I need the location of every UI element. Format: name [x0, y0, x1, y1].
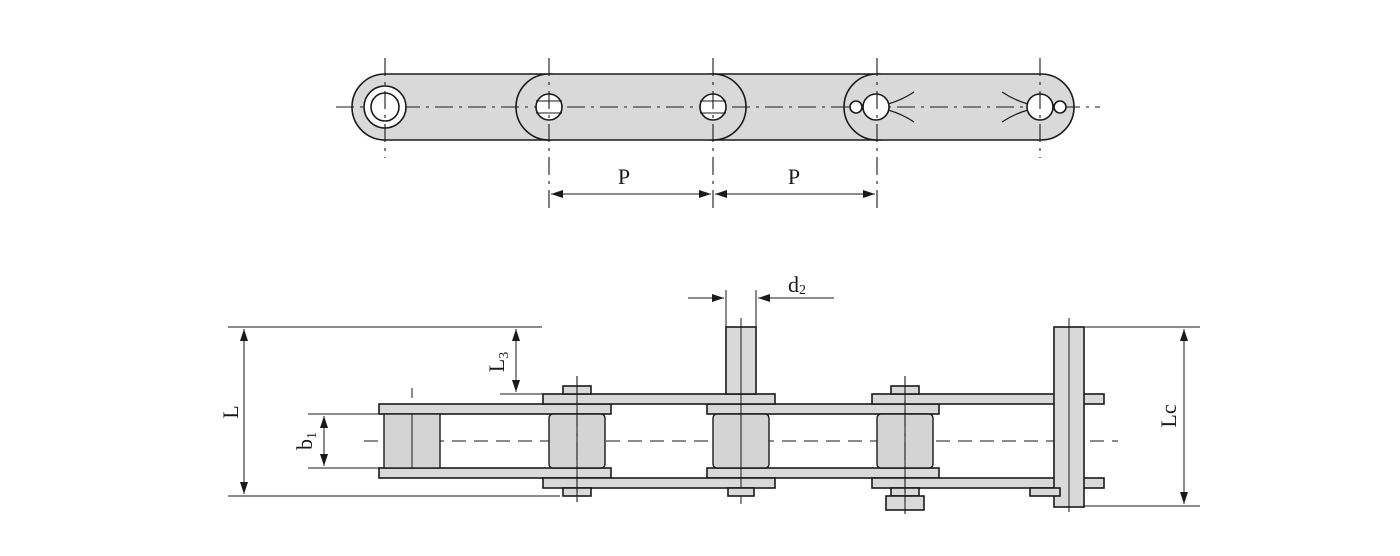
side-inner-plate-bottom-1: [378, 467, 612, 479]
extended-pin-center: [725, 318, 757, 504]
top-view: P P: [336, 58, 1100, 210]
side-view: L b1 L3: [218, 272, 1200, 514]
side-outer-plate-top-2: [871, 393, 1105, 405]
pin-diameter-label: d2: [788, 272, 806, 298]
side-outer-plate-bottom-2: [871, 477, 1105, 489]
pitch-label-left: P: [618, 164, 630, 189]
cotter-pin-1: [849, 91, 915, 123]
roller-1: [383, 413, 441, 469]
side-inner-plate-bottom-2: [706, 467, 940, 479]
pin-extension-label: L3: [484, 352, 512, 372]
pitch-label-right: P: [788, 164, 800, 189]
extended-pin-right: [1029, 318, 1085, 512]
side-outer-plate-bottom-1: [542, 477, 776, 489]
side-outer-plate-top-1: [542, 393, 776, 405]
overall-length-label: L: [218, 405, 243, 418]
inner-width-label: b1: [292, 432, 320, 450]
side-inner-plate-top-2: [706, 403, 940, 415]
side-inner-plate-top-1: [378, 403, 612, 415]
connecting-length-label: Lc: [1156, 404, 1181, 427]
